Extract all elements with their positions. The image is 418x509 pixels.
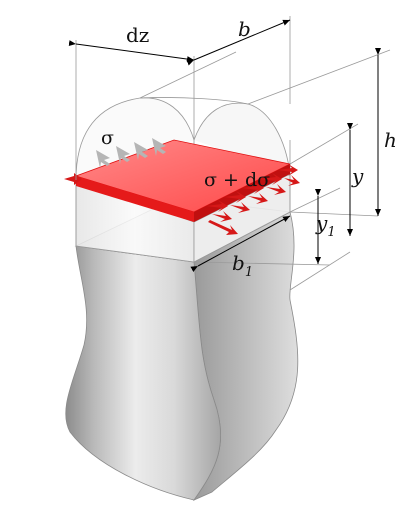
dimension-lines: [68, 16, 391, 291]
ext-h-top: [247, 49, 391, 105]
dsigma-arrow: [284, 175, 300, 186]
b-dimension-line: [186, 19, 291, 66]
sigma-arrows-back: [96, 138, 166, 168]
dsigma-arrow: [248, 193, 268, 204]
body-front-face: [65, 245, 222, 501]
sigma-arrow: [134, 142, 148, 160]
dsigma-arrow: [260, 173, 282, 185]
left-red-arrow: [64, 173, 82, 185]
b1-dimension-line: [190, 215, 291, 272]
label-sigma-plus-dsigma: σ + dσ: [204, 169, 270, 191]
dz-dimension-line: [68, 40, 195, 63]
label-b: b: [238, 17, 251, 41]
label-y1: y1: [315, 211, 336, 240]
dsigma-arrow: [278, 164, 298, 176]
slice-front-edge: [76, 176, 194, 222]
label-b1: b1: [232, 251, 253, 280]
ext-y1-top: [289, 187, 341, 213]
label-b1-base: b: [232, 251, 245, 275]
dsigma-arrow: [242, 182, 264, 194]
sigma-arrow: [152, 138, 166, 156]
dsigma-arrow: [230, 202, 250, 213]
label-b1-sub: 1: [245, 265, 253, 280]
dsigma-arrow: [224, 191, 246, 203]
dsigma-arrow: [266, 184, 286, 195]
sigma-arrow: [116, 146, 130, 164]
dsigma-arrow: [206, 200, 228, 212]
ext-h-bottom: [289, 211, 379, 217]
ext-bottom: [289, 251, 351, 291]
ext-y-top: [289, 123, 359, 165]
label-dz: dz: [126, 23, 149, 47]
label-y1-base: y: [315, 211, 328, 235]
sigma-arrow: [96, 150, 110, 168]
ghost-dome-top: [139, 97, 249, 105]
label-h: h: [384, 128, 397, 152]
label-sigma: σ: [101, 127, 114, 149]
sigma-plus-dsigma-arrows: [206, 164, 300, 222]
label-y: y: [351, 164, 364, 188]
label-y1-sub: 1: [327, 225, 335, 240]
